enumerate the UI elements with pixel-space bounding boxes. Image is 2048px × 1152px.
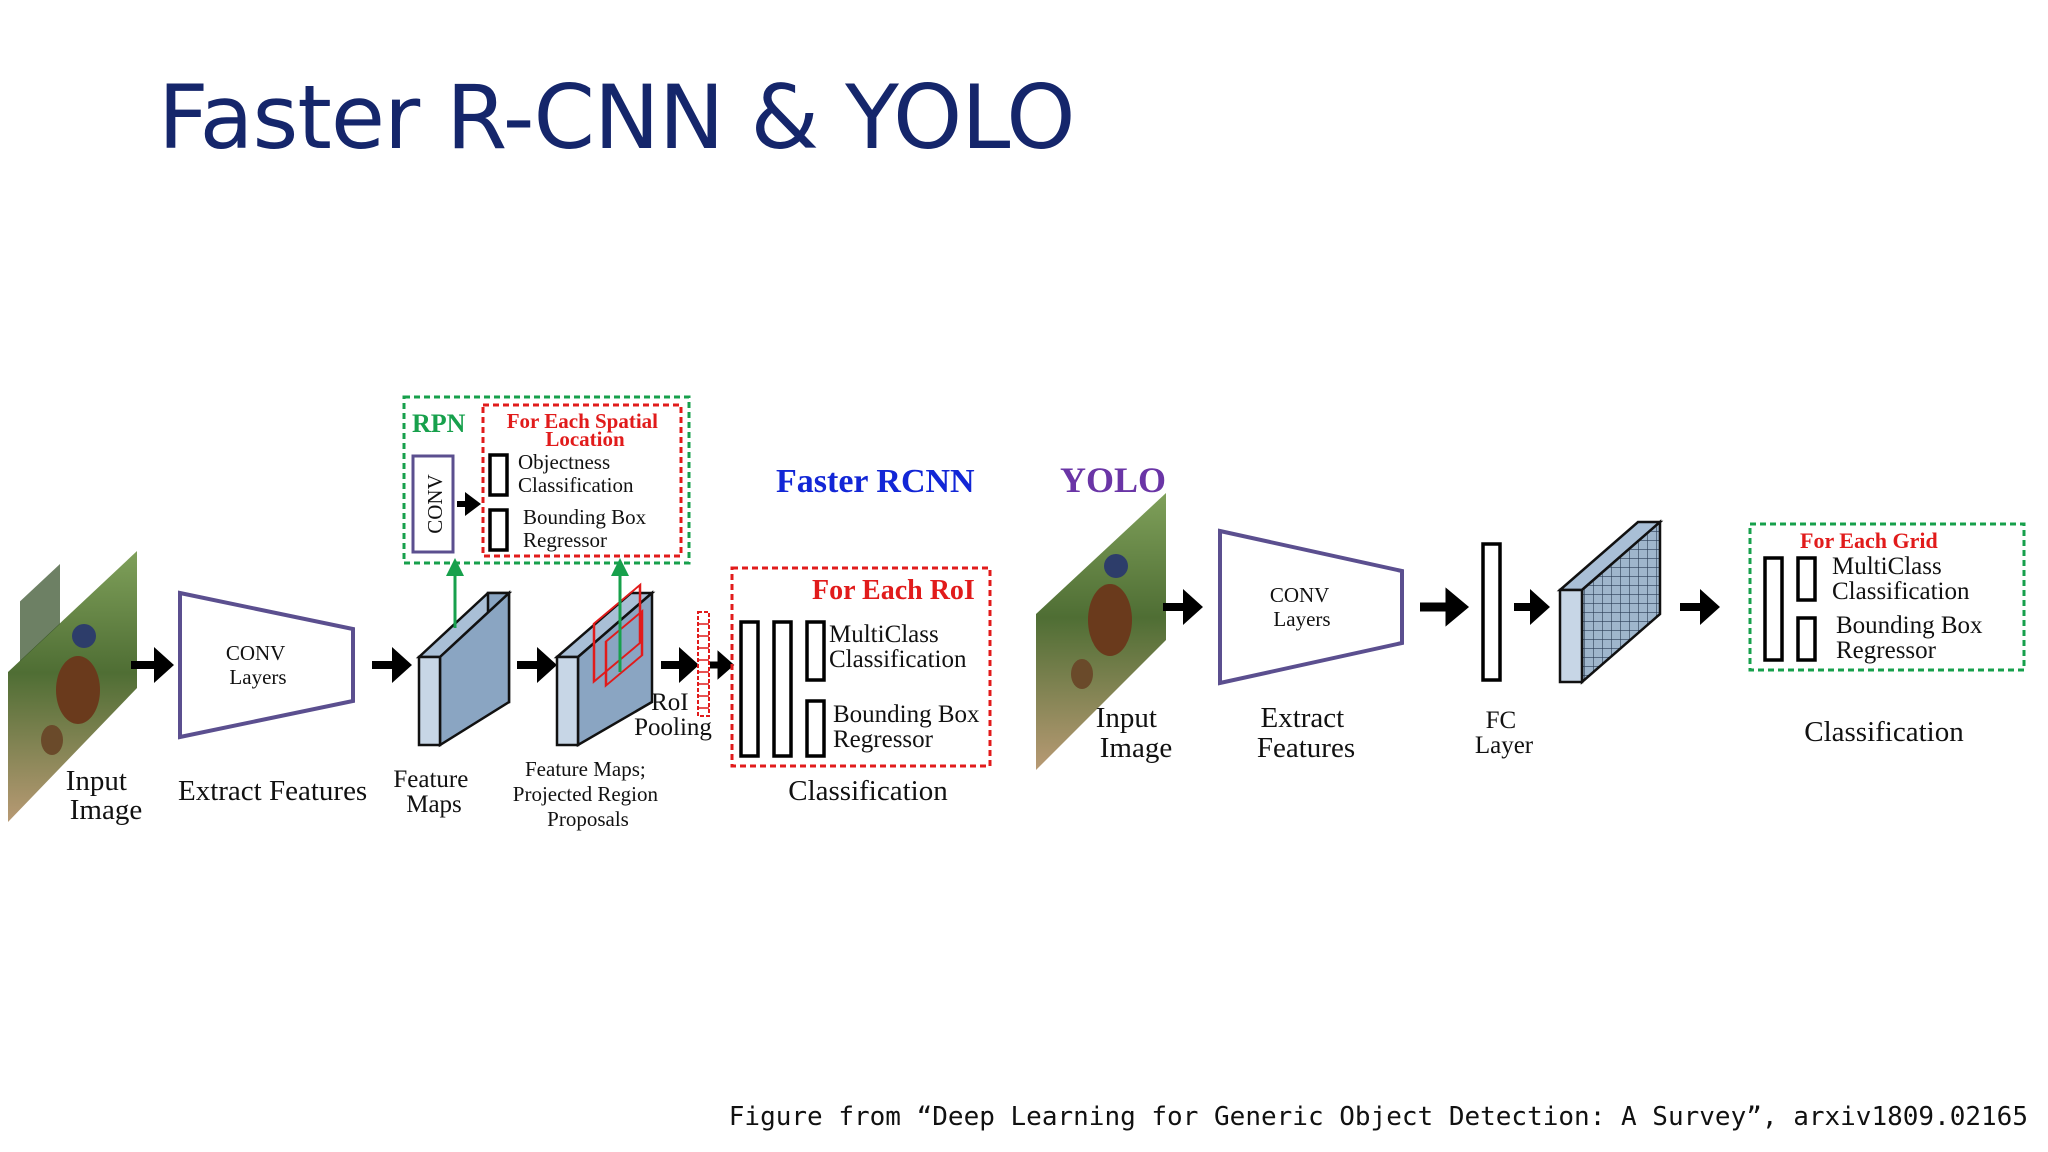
frcnn-input-label: Input Image — [66, 765, 142, 826]
rpn-bbox-label: Bounding Box Regressor — [523, 505, 651, 552]
yolo-arrow-1 — [1163, 589, 1203, 625]
yolo-arrow-3 — [1514, 589, 1550, 625]
proposal-box-b — [604, 608, 644, 688]
yolo-bbox-bar — [1796, 616, 1817, 662]
frcnn-arrow-3 — [517, 647, 557, 683]
frcnn-conv-label: CONV Layers — [226, 641, 290, 689]
yolo-input-image — [1036, 493, 1166, 770]
rpn-inner-arrow — [457, 492, 481, 516]
rpn-box — [402, 395, 691, 565]
frcnn-proposals-label: Feature Maps; Projected Region Proposals — [513, 757, 663, 831]
yolo-input-label: Input Image — [1096, 702, 1172, 764]
roi-bbox-label: Bounding Box Regressor — [833, 701, 986, 753]
frcnn-arrow-2 — [372, 647, 412, 683]
objectness-label: Objectness Classification — [518, 450, 634, 497]
yolo-fc-label: FC Layer — [1475, 707, 1534, 759]
yolo-grid-head-title: For Each Grid — [1800, 528, 1938, 553]
frcnn-classification-label: Classification — [788, 775, 948, 807]
rpn-location-title: For Each Spatial Location — [507, 409, 664, 451]
figure-caption: Figure from “Deep Learning for Generic O… — [728, 1102, 2028, 1132]
frcnn-arrow-1 — [131, 647, 174, 683]
yolo-multiclass-bar — [1796, 556, 1817, 602]
yolo-classification-label: Classification — [1804, 716, 1964, 748]
yolo-conv-label: CONV Layers — [1270, 583, 1334, 631]
frcnn-arrow-4 — [661, 647, 699, 683]
rpn-location-box — [481, 403, 683, 558]
frcnn-extract-features-label: Extract Features — [178, 775, 367, 807]
yolo-fc-bar — [1763, 556, 1784, 662]
faster-rcnn-heading: Faster RCNN — [776, 463, 975, 500]
dog-icon — [41, 725, 63, 755]
yolo-fc-layer — [1481, 542, 1502, 682]
objectness-bar — [488, 453, 509, 497]
roi-fc-bar-2 — [772, 620, 793, 758]
roi-multiclass-label: MultiClass Classification — [829, 621, 967, 673]
frcnn-proposals-volume — [553, 582, 656, 748]
rpn-label: RPN — [412, 409, 466, 438]
roi-head-title: For Each RoI — [812, 575, 975, 606]
yolo-conv-layers — [1218, 528, 1404, 686]
frcnn-conv-layers — [178, 590, 355, 740]
yolo-extract-label: Extract Features — [1257, 702, 1355, 764]
horse-icon — [1088, 584, 1132, 656]
roi-pooling-vector — [697, 611, 710, 717]
yolo-heading: YOLO — [1060, 460, 1166, 500]
frcnn-input-image — [8, 551, 137, 822]
yolo-multiclass-label: MultiClass Classification — [1832, 553, 1970, 605]
yolo-arrow-2 — [1420, 587, 1470, 627]
roi-multiclass-bar — [805, 620, 826, 682]
rpn-conv-block — [411, 454, 455, 554]
yolo-grid-tensor — [1556, 519, 1664, 685]
yolo-bbox-label: Bounding Box Regressor — [1836, 612, 1989, 664]
rpn-conv-label: CONV — [423, 474, 447, 534]
roi-head-box — [730, 566, 992, 768]
roi-bbox-bar — [805, 699, 826, 758]
frcnn-feature-maps-volume — [415, 590, 513, 748]
horse-icon — [56, 656, 100, 724]
frcnn-feature-maps-label: Feature Maps — [393, 766, 474, 818]
roi-fc-bar-1 — [739, 620, 760, 758]
yolo-arrow-4 — [1680, 589, 1720, 625]
roi-pooling-label: RoI Pooling — [634, 689, 712, 741]
tree-shape — [20, 564, 60, 662]
dog-icon — [1071, 659, 1093, 689]
rpn-bbox-bar — [488, 508, 509, 552]
rider-icon — [1104, 554, 1128, 578]
slide-title: Faster R-CNN & YOLO — [158, 66, 1075, 169]
rider-icon — [72, 624, 96, 648]
frcnn-arrow-5 — [710, 650, 735, 680]
